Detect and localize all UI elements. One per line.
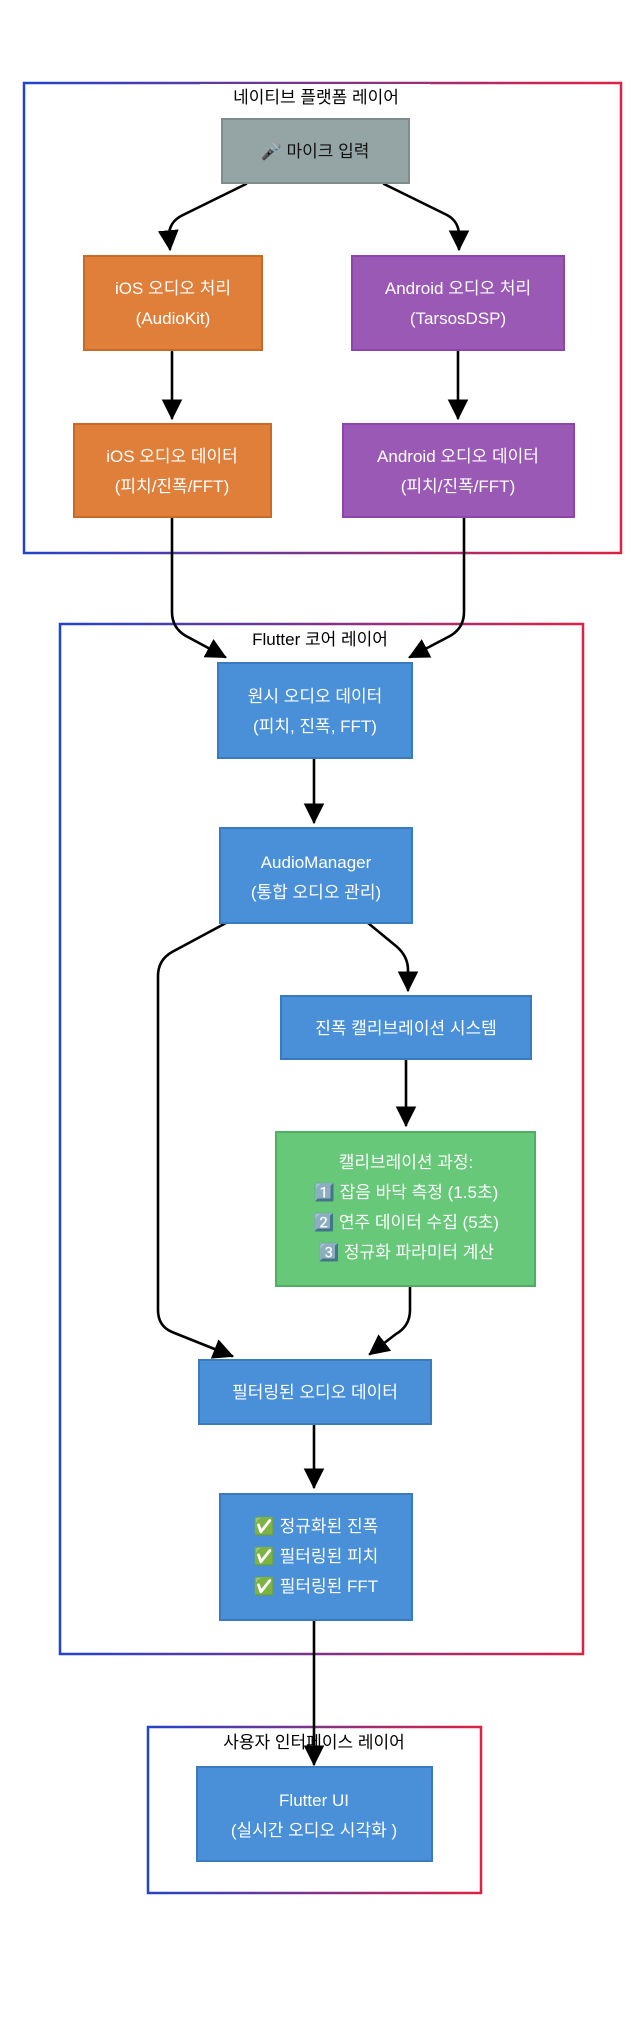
android-processing-label: Android 오디오 처리 — [385, 279, 531, 298]
edge-mic-android — [382, 182, 470, 252]
node-android-processing: Android 오디오 처리 (TarsosDSP) — [351, 255, 565, 351]
audio-manager-sublabel: (통합 오디오 관리) — [251, 883, 381, 902]
edge-ios-data-raw — [170, 515, 227, 659]
android-data-sublabel: (피치/진폭/FFT) — [401, 477, 515, 496]
node-mic-input: 🎤 마이크 입력 — [221, 118, 410, 184]
filtered-audio-label: 필터링된 오디오 데이터 — [232, 1383, 398, 1402]
edge-mic-ios — [157, 182, 248, 252]
node-flutter-ui: Flutter UI (실시간 오디오 시각화 ) — [196, 1766, 433, 1862]
raw-audio-sublabel: (피치, 진폭, FFT) — [253, 717, 377, 736]
node-ios-data: iOS 오디오 데이터 (피치/진폭/FFT) — [73, 423, 272, 518]
edge-android-data-raw — [408, 515, 466, 659]
node-audio-manager: AudioManager (통합 오디오 관리) — [219, 827, 413, 924]
node-ios-processing: iOS 오디오 처리 (AudioKit) — [83, 255, 263, 351]
edge-manager-filtered — [156, 921, 234, 1359]
edge-manager-calib — [366, 921, 419, 993]
node-raw-audio-data: 원시 오디오 데이터 (피치, 진폭, FFT) — [217, 662, 413, 759]
flutter-ui-sublabel: (실시간 오디오 시각화 ) — [231, 1821, 397, 1840]
group-title-native: 네이티브 플랫폼 레이어 — [233, 88, 399, 107]
ios-data-label: iOS 오디오 데이터 — [106, 447, 238, 466]
android-data-label: Android 오디오 데이터 — [377, 447, 539, 466]
ios-processing-sublabel: (AudioKit) — [136, 309, 211, 328]
calibration-step-3: 3️⃣ 정규화 파라미터 계산 — [318, 1242, 494, 1262]
raw-audio-label: 원시 오디오 데이터 — [248, 687, 383, 706]
calibration-step-2: 2️⃣ 연주 데이터 수집 (5초) — [313, 1212, 499, 1232]
android-processing-sublabel: (TarsosDSP) — [410, 309, 506, 328]
node-android-data: Android 오디오 데이터 (피치/진폭/FFT) — [342, 423, 575, 518]
group-native-platform: 네이티브 플랫폼 레이어 — [22, 81, 623, 555]
result-filtered-pitch: ✅ 필터링된 피치 — [254, 1546, 378, 1566]
ios-data-sublabel: (피치/진폭/FFT) — [115, 477, 229, 496]
group-flutter-core: Flutter 코어 레이어 — [58, 622, 585, 1656]
calibration-system-label: 진폭 캘리브레이션 시스템 — [315, 1019, 497, 1038]
calibration-step-1: 1️⃣ 잡음 바닥 측정 (1.5초) — [314, 1182, 499, 1202]
flutter-ui-label: Flutter UI — [279, 1791, 349, 1810]
ios-processing-label: iOS 오디오 처리 — [115, 279, 231, 298]
calibration-process-title: 캘리브레이션 과정: — [339, 1153, 474, 1172]
node-calibration-system: 진폭 캘리브레이션 시스템 — [280, 995, 532, 1060]
node-calibration-process: 캘리브레이션 과정: 1️⃣ 잡음 바닥 측정 (1.5초) 2️⃣ 연주 데이… — [275, 1131, 536, 1287]
audio-manager-label: AudioManager — [261, 853, 372, 872]
result-filtered-fft: ✅ 필터링된 FFT — [254, 1576, 378, 1596]
edges — [156, 182, 470, 1767]
result-normalized-amplitude: ✅ 정규화된 진폭 — [254, 1516, 378, 1536]
node-results: ✅ 정규화된 진폭 ✅ 필터링된 피치 ✅ 필터링된 FFT — [219, 1493, 413, 1621]
node-filtered-audio-data: 필터링된 오디오 데이터 — [198, 1359, 432, 1425]
mic-input-label: 🎤 마이크 입력 — [261, 141, 370, 161]
group-title-core: Flutter 코어 레이어 — [252, 630, 388, 649]
edge-process-filtered — [368, 1284, 412, 1356]
